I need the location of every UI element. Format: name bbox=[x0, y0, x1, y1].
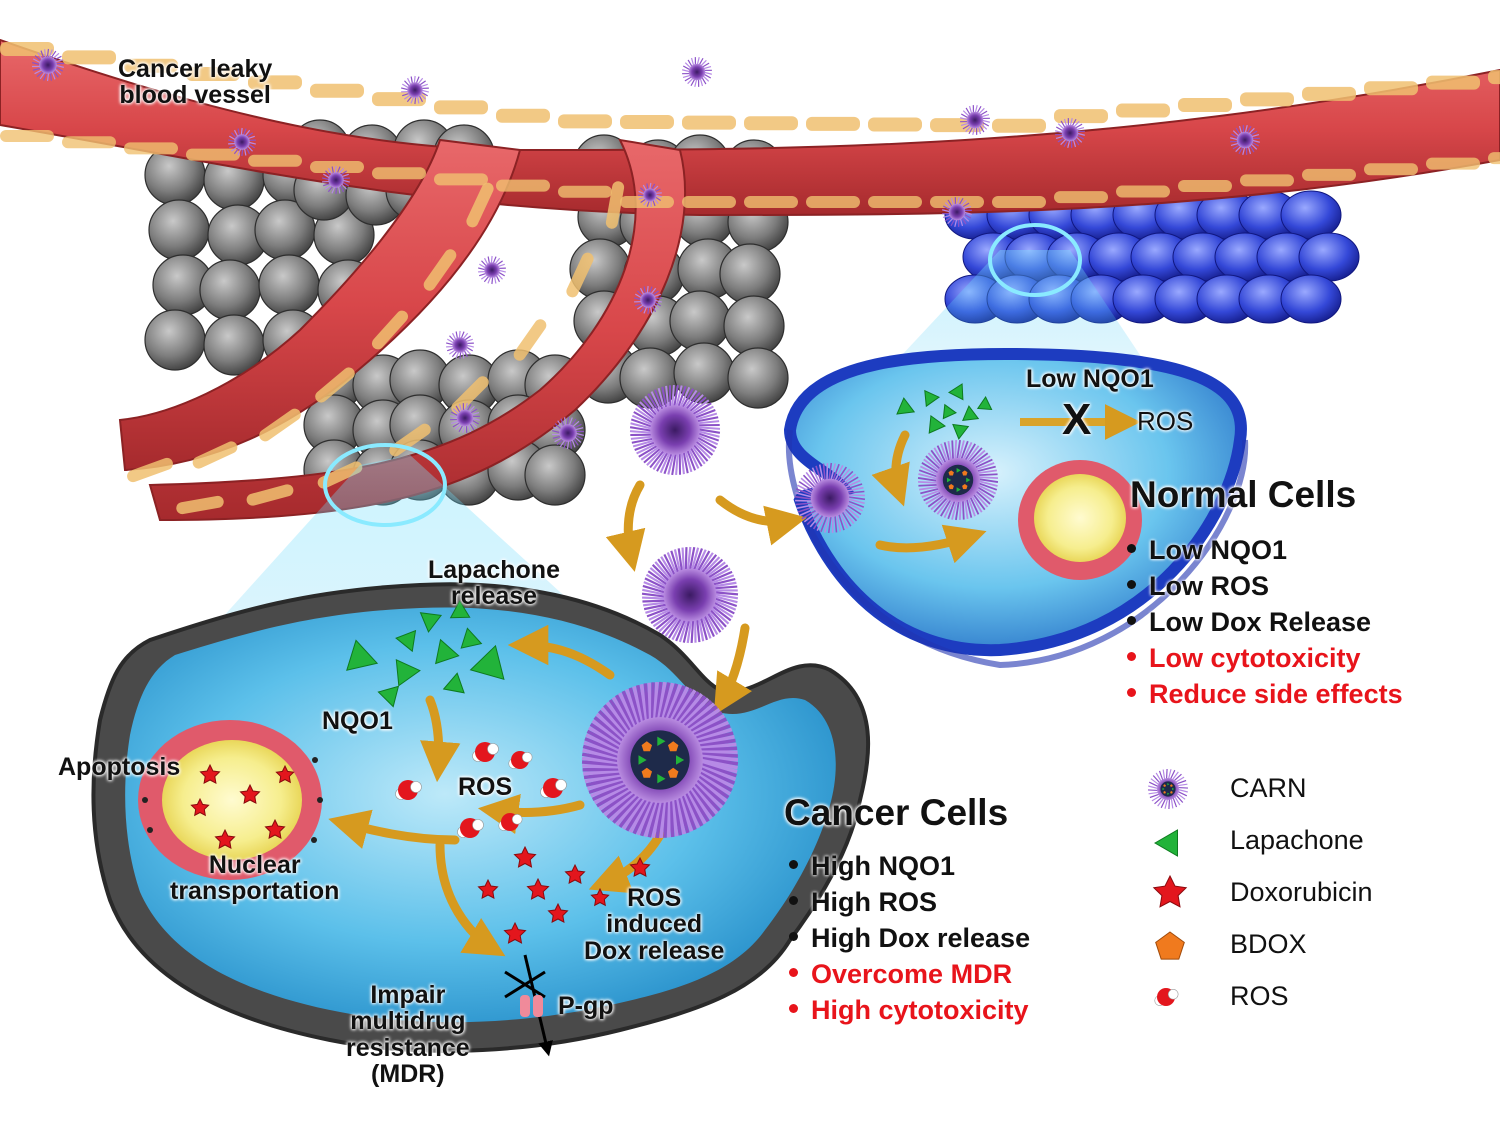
legend-row: Doxorubicin bbox=[1140, 869, 1470, 921]
list-item-text: High ROS bbox=[811, 887, 937, 917]
legend-row: ROS bbox=[1140, 973, 1470, 1025]
normal-cells-item: Low cytotoxicity bbox=[1127, 640, 1403, 676]
bullet-icon bbox=[1127, 616, 1136, 625]
pgp-label: P-gp bbox=[558, 993, 614, 1019]
nqo1-label: NQO1 bbox=[322, 708, 393, 734]
cancer-cells-item: High ROS bbox=[789, 884, 1030, 920]
ros-induced-line: induced bbox=[584, 911, 724, 937]
tumor-cell bbox=[259, 255, 319, 315]
cancer-cells-item: Overcome MDR bbox=[789, 956, 1030, 992]
tumor-cell bbox=[200, 260, 260, 320]
carn-nanoparticle bbox=[682, 57, 712, 87]
legend-label: ROS bbox=[1230, 981, 1289, 1012]
bullet-icon bbox=[789, 896, 798, 905]
list-item-text: Reduce side effects bbox=[1149, 679, 1403, 709]
bullet-icon bbox=[1127, 544, 1136, 553]
vessel-label-line: Cancer leaky bbox=[118, 56, 272, 82]
process-arrow bbox=[628, 485, 640, 560]
list-item-text: Overcome MDR bbox=[811, 959, 1012, 989]
tumor-cell bbox=[145, 310, 205, 370]
lapachone-release-line: Lapachone bbox=[428, 557, 560, 583]
cancer-cell bbox=[93, 584, 868, 1051]
impair-mdr-line: (MDR) bbox=[346, 1061, 470, 1087]
normal-cells-title: Normal Cells bbox=[1130, 476, 1356, 515]
lapachone-release-line: release bbox=[428, 583, 560, 609]
tumor-cell bbox=[525, 445, 585, 505]
normal-cells-item: Reduce side effects bbox=[1127, 676, 1403, 712]
carn-nanoparticle-icon bbox=[1140, 765, 1200, 815]
carn-nanoparticle bbox=[1148, 769, 1188, 809]
pgp-transporter-icon bbox=[520, 995, 530, 1017]
list-item-text: High cytotoxicity bbox=[811, 995, 1029, 1025]
normal-cell-body bbox=[1281, 275, 1341, 323]
process-arrow bbox=[720, 500, 795, 522]
ros-molecule-icon bbox=[1140, 973, 1200, 1023]
impair-mdr-line: multidrug bbox=[346, 1008, 470, 1034]
apoptosis-label: Apoptosis bbox=[58, 754, 180, 780]
cancer-cells-item: High Dox release bbox=[789, 920, 1030, 956]
carn-nanoparticle bbox=[582, 682, 738, 838]
list-item-text: Low cytotoxicity bbox=[1149, 643, 1361, 673]
doxorubicin-star-icon bbox=[1140, 869, 1200, 919]
normal-cell-body bbox=[1281, 191, 1341, 239]
legend-row: CARN bbox=[1140, 765, 1470, 817]
tumor-cell bbox=[720, 244, 780, 304]
low-nqo1-label: Low NQO1 bbox=[1026, 366, 1154, 392]
ros-induced-line: Dox release bbox=[584, 938, 724, 964]
vessel-label: Cancer leaky blood vessel bbox=[118, 56, 272, 109]
normal-cells-item: Low Dox Release bbox=[1127, 604, 1403, 640]
impair-mdr-line: Impair bbox=[346, 982, 470, 1008]
cancer-cells-title: Cancer Cells bbox=[784, 794, 1008, 833]
cancer-cells-item: High NQO1 bbox=[789, 848, 1030, 884]
legend-row: Lapachone bbox=[1140, 817, 1470, 869]
nuclear-transportation-line: transportation bbox=[170, 878, 339, 904]
carn-nanoparticle bbox=[642, 547, 738, 643]
legend-label: CARN bbox=[1230, 773, 1307, 804]
legend-label: Doxorubicin bbox=[1230, 877, 1373, 908]
bullet-icon bbox=[1127, 580, 1136, 589]
tumor-cell bbox=[728, 348, 788, 408]
ros-induced-dox-release-label: ROS induced Dox release bbox=[584, 885, 724, 964]
nuclear-transportation-line: Nuclear bbox=[170, 852, 339, 878]
legend-label: Lapachone bbox=[1230, 825, 1364, 856]
nuclear-transportation-label: Nuclear transportation bbox=[170, 852, 339, 905]
bullet-icon bbox=[789, 1004, 798, 1013]
bullet-icon bbox=[1127, 688, 1136, 697]
bdox-pentagon-icon bbox=[1140, 921, 1200, 971]
list-item-text: Low Dox Release bbox=[1149, 607, 1371, 637]
bullet-icon bbox=[789, 932, 798, 941]
tumor-cell bbox=[724, 296, 784, 356]
tumor-cell bbox=[149, 200, 209, 260]
normal-cells-item: Low ROS bbox=[1127, 568, 1403, 604]
tumor-cell bbox=[670, 291, 730, 351]
carn-nanoparticle bbox=[478, 256, 506, 284]
bullet-icon bbox=[1127, 652, 1136, 661]
list-item-text: Low NQO1 bbox=[1149, 535, 1287, 565]
legend-label: BDOX bbox=[1230, 929, 1307, 960]
lapachone-release-label: Lapachone release bbox=[428, 557, 560, 610]
lapachone-triangle-icon bbox=[1140, 817, 1200, 867]
cancer-cells-item: High cytotoxicity bbox=[789, 992, 1030, 1028]
legend-row: BDOX bbox=[1140, 921, 1470, 973]
normal-cell-body bbox=[1299, 233, 1359, 281]
block-x-mark: X bbox=[1062, 397, 1091, 443]
list-item-text: High NQO1 bbox=[811, 851, 955, 881]
vessel-label-line: blood vessel bbox=[118, 82, 272, 108]
ros-blocked-label: ROS bbox=[1137, 408, 1193, 435]
ros-molecule bbox=[1155, 988, 1178, 1006]
impair-mdr-line: resistance bbox=[346, 1035, 470, 1061]
list-item-text: Low ROS bbox=[1149, 571, 1269, 601]
normal-cells-item: Low NQO1 bbox=[1127, 532, 1403, 568]
ros-label: ROS bbox=[458, 774, 512, 800]
list-item-text: High Dox release bbox=[811, 923, 1030, 953]
bullet-icon bbox=[789, 968, 798, 977]
ros-induced-line: ROS bbox=[584, 885, 724, 911]
bullet-icon bbox=[789, 860, 798, 869]
impair-mdr-label: Impair multidrug resistance (MDR) bbox=[346, 982, 470, 1087]
